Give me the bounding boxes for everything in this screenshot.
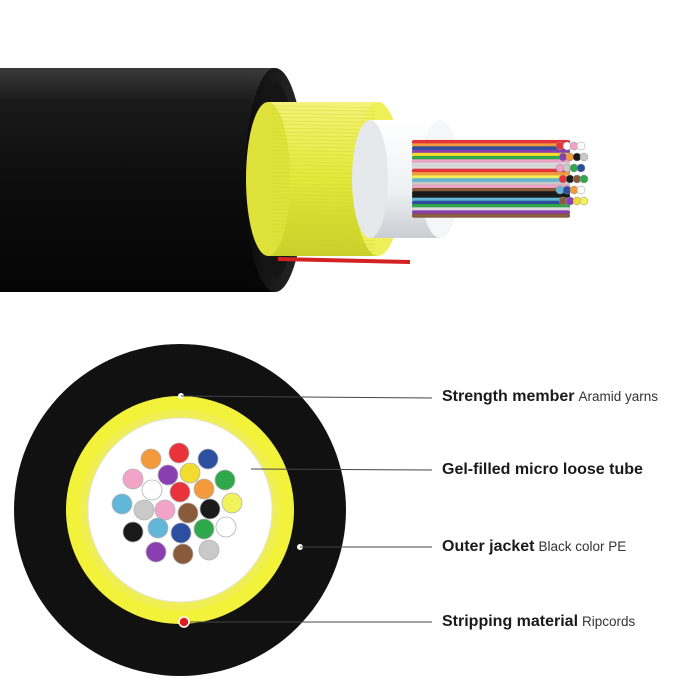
fiber-end [579, 196, 589, 206]
fiber-dot [193, 478, 215, 500]
fiber-end [579, 152, 589, 162]
fiber-dot [141, 479, 163, 501]
label-title: Gel-filled micro loose tube [442, 461, 643, 478]
aramid-strand [271, 238, 376, 241]
fiber-ends [555, 141, 589, 206]
aramid-strand [271, 246, 376, 249]
fiber-dot [133, 499, 155, 521]
aramid-strand [271, 227, 376, 230]
aramid-strand [271, 231, 376, 234]
leader-loose-tube [250, 468, 433, 471]
fiber-dot [111, 493, 133, 515]
aramid-strand [271, 250, 376, 253]
fiber-dot [198, 539, 220, 561]
fiber-dot [215, 516, 237, 538]
fiber-cross-section [111, 442, 243, 565]
ripcord-3d [277, 257, 411, 264]
fiber-dot [168, 442, 190, 464]
fiber-dot [199, 498, 221, 520]
leader-strength-member [180, 395, 433, 399]
label-title: Stripping material [442, 613, 579, 630]
fiber-dot [147, 517, 169, 539]
fiber-bundle [411, 139, 571, 218]
aramid-strand [271, 113, 376, 116]
fiber-end [576, 185, 586, 195]
fiber-dot [140, 448, 162, 470]
fiber-end [576, 163, 586, 173]
fiber-dot [177, 502, 199, 524]
aramid-strand [271, 224, 376, 227]
aramid-strand [271, 105, 376, 108]
fiber-dot [179, 462, 201, 484]
aramid-strand [271, 124, 376, 127]
fiber-dot [157, 464, 179, 486]
label-desc: Aramid yarns [578, 389, 658, 404]
fiber-end [576, 141, 586, 151]
label-loose-tube: Gel-filled micro loose tube [442, 461, 647, 479]
label-title: Outer jacket [442, 538, 535, 555]
fiber-dot [122, 521, 144, 543]
aramid-strand [271, 116, 376, 119]
label-desc: Black color PE [538, 539, 627, 554]
aramid-strand [271, 127, 376, 130]
fiber-dot [193, 518, 215, 540]
ripcord-dot [178, 616, 190, 628]
aramid-strand [271, 120, 376, 123]
fiber-strand [411, 213, 571, 218]
label-title: Strength member [442, 388, 575, 405]
aramid-strand [271, 131, 376, 134]
fiber-dot [145, 541, 167, 563]
label-desc: Ripcords [582, 614, 636, 629]
fiber-dot [154, 499, 176, 521]
fiber-dot [170, 522, 192, 544]
fiber-end [579, 174, 589, 184]
leader-lines [178, 393, 433, 623]
fiber-dot [197, 448, 219, 470]
aramid-strand [271, 109, 376, 112]
aramid-strand [271, 242, 376, 245]
cable-cross-section [14, 344, 346, 676]
cable-3d-illustration [0, 68, 589, 292]
fiber-dot [221, 492, 243, 514]
fiber-dot [169, 481, 191, 503]
aramid-strand [271, 235, 376, 238]
fiber-dot [214, 469, 236, 491]
outer-jacket-body [0, 68, 275, 292]
fiber-dot [172, 543, 194, 565]
fiber-dot [122, 468, 144, 490]
